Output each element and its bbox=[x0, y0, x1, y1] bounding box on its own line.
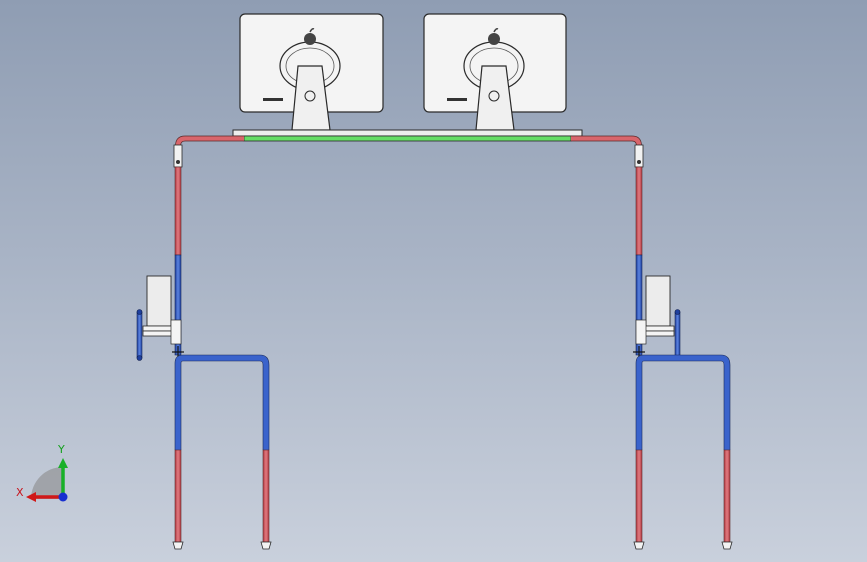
feet bbox=[172, 541, 733, 550]
top-rail-right bbox=[571, 136, 642, 160]
right-leg-rear bbox=[723, 449, 731, 543]
left-leg-front bbox=[174, 449, 182, 543]
top-rail-left bbox=[175, 136, 244, 160]
axis-y-label: Y bbox=[58, 443, 65, 456]
axis-x-label: X bbox=[16, 486, 24, 499]
left-leg-rear bbox=[262, 449, 270, 543]
shelf-plate bbox=[232, 129, 583, 142]
right-mount-bracket bbox=[635, 275, 681, 361]
axis-triad bbox=[26, 458, 68, 502]
monitor-right bbox=[423, 13, 567, 131]
right-post-upper-red bbox=[635, 166, 643, 256]
monitor-left bbox=[239, 13, 384, 131]
left-post-upper-red bbox=[174, 166, 182, 256]
apple-logo-icon bbox=[304, 28, 316, 45]
left-mount-bracket bbox=[136, 275, 182, 361]
apple-logo-icon bbox=[488, 28, 500, 45]
right-leg-front bbox=[635, 449, 643, 543]
right-lower-frame bbox=[636, 355, 730, 450]
left-lower-frame bbox=[175, 355, 269, 450]
